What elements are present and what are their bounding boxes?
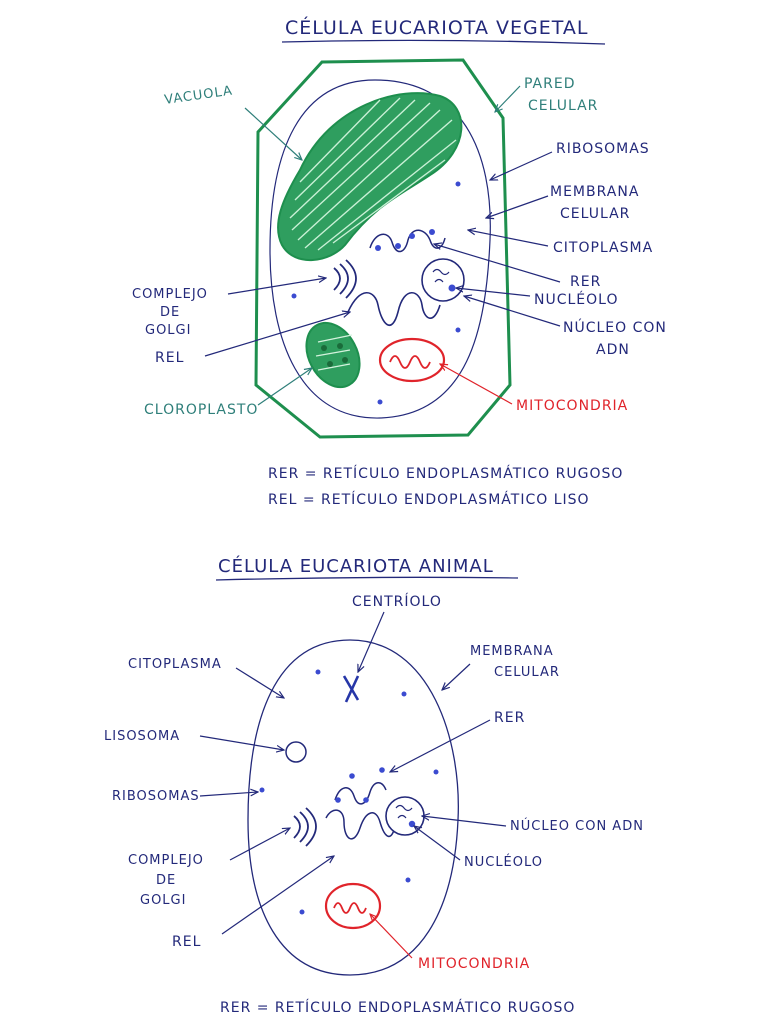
arrow-mitocondria [440, 364, 513, 405]
label-nucleo-2: ADN [596, 342, 630, 358]
animal-rough-er [334, 767, 387, 805]
label-a-citoplasma: CITOPLASMA [128, 657, 222, 672]
plant-ribosomes [291, 181, 461, 405]
arrow-pared [495, 85, 521, 112]
arrow-ribosomas [490, 151, 553, 180]
label-a-ribosomas: RIBOSOMAS [112, 789, 200, 804]
animal-title-underline [215, 576, 519, 581]
plant-golgi [333, 259, 357, 299]
plant-legend-rel: REL = RETÍCULO ENDOPLASMÁTICO LISO [268, 491, 590, 508]
animal-cell-diagram: CÉLULA EUCARIOTA ANIMAL [104, 555, 644, 1016]
plant-mitochondrion [378, 337, 446, 383]
arrow-nucleo [464, 296, 561, 327]
plant-smooth-er [347, 291, 441, 326]
label-vacuola: VACUOLA [163, 84, 233, 108]
label-pared-1: PARED [524, 76, 575, 92]
vacuole [277, 92, 463, 261]
chloroplast [305, 321, 361, 389]
arrow-a-membrana [442, 663, 471, 690]
label-a-rel: REL [172, 934, 201, 950]
label-membrana-2: CELULAR [560, 206, 630, 222]
label-pared-2: CELULAR [528, 98, 598, 114]
label-golgi-3: GOLGI [145, 323, 191, 338]
label-membrana-1: MEMBRANA [550, 184, 639, 200]
animal-mitochondrion [324, 882, 382, 930]
arrow-a-ribosomas [199, 792, 258, 797]
label-a-rer: RER [494, 710, 525, 726]
label-a-mitocondria: MITOCONDRIA [418, 956, 530, 972]
plant-title-underline [281, 39, 606, 45]
label-a-lisosoma: LISOSOMA [104, 729, 180, 744]
arrow-a-citoplasma [235, 667, 284, 698]
label-cloroplasto: CLOROPLASTO [144, 402, 258, 418]
label-a-nucleolo: NUCLÉOLO [464, 854, 543, 870]
label-golgi-1: COMPLEJO [132, 287, 208, 302]
label-a-membrana-1: MEMBRANA [470, 644, 554, 659]
plant-arrows [204, 85, 561, 406]
label-citoplasma: CITOPLASMA [553, 240, 653, 256]
arrow-nucleolo [456, 288, 531, 297]
arrow-rer [434, 244, 561, 283]
arrow-centriolo [358, 611, 385, 672]
plant-title: CÉLULA EUCARIOTA VEGETAL [285, 16, 588, 39]
animal-golgi [293, 807, 317, 847]
label-mitocondria: MITOCONDRIA [516, 398, 628, 414]
label-a-nucleo: NÚCLEO CON ADN [510, 818, 644, 834]
arrow-a-golgi [229, 828, 290, 861]
label-a-membrana-2: CELULAR [494, 665, 560, 680]
plant-cell-diagram: CÉLULA EUCARIOTA VEGETAL [132, 16, 667, 508]
lysosome [285, 741, 307, 763]
arrow-citoplasma [468, 230, 549, 247]
plant-legend-rer: RER = RETÍCULO ENDOPLASMÁTICO RUGOSO [268, 465, 623, 482]
label-a-golgi-3: GOLGI [140, 893, 186, 908]
arrow-rel [204, 312, 350, 357]
animal-arrows [199, 611, 507, 959]
arrow-lisosoma [199, 735, 284, 750]
animal-ribosomes [259, 669, 439, 915]
arrow-a-nucleo [422, 816, 507, 827]
animal-smooth-er [325, 809, 395, 840]
label-ribosomas: RIBOSOMAS [556, 141, 650, 157]
arrow-a-rer [390, 719, 491, 772]
label-a-golgi-1: COMPLEJO [128, 853, 204, 868]
arrow-vacuola [244, 107, 302, 160]
arrow-a-rel [221, 856, 334, 935]
arrow-cloroplasto [257, 368, 312, 406]
label-rer: RER [570, 274, 601, 290]
animal-legend-rer: RER = RETÍCULO ENDOPLASMÁTICO RUGOSO [220, 999, 575, 1016]
animal-title: CÉLULA EUCARIOTA ANIMAL [218, 555, 494, 577]
centriole [342, 675, 360, 703]
label-a-golgi-2: DE [156, 873, 176, 888]
arrow-membrana [486, 195, 549, 218]
plant-cell-membrane [269, 79, 491, 419]
animal-cell-membrane [247, 639, 459, 976]
label-rel: REL [155, 350, 184, 366]
plant-rough-er [369, 229, 446, 253]
label-a-centriolo: CENTRÍOLO [352, 593, 442, 610]
arrow-golgi [227, 278, 326, 295]
arrow-a-mitocondria [370, 914, 413, 959]
label-nucleolo: NUCLÉOLO [534, 291, 618, 308]
plant-cell-wall [254, 58, 512, 439]
label-golgi-2: DE [160, 305, 180, 320]
arrow-a-nucleolo [414, 826, 461, 861]
label-nucleo-1: NÚCLEO CON [563, 318, 667, 336]
plant-nucleus [421, 258, 465, 302]
